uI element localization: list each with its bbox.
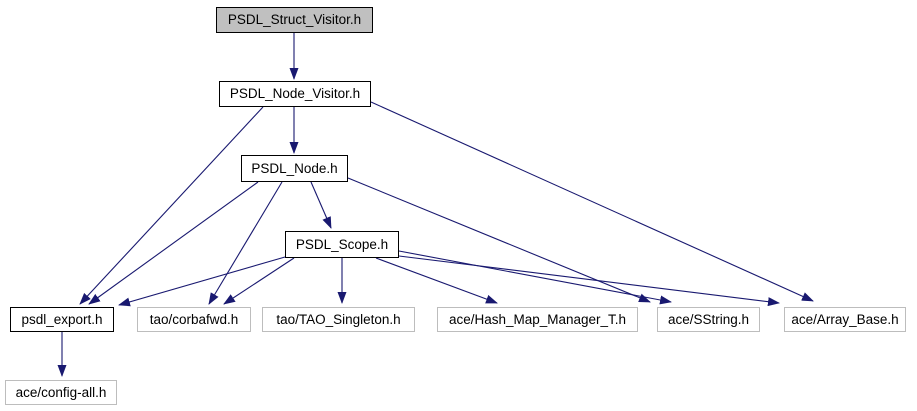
edge-psdl-node-visitor-to-psdl-export — [79, 106, 264, 305]
node-psdl-export[interactable]: psdl_export.h — [10, 307, 114, 332]
node-ace-hash-map: ace/Hash_Map_Manager_T.h — [437, 307, 638, 332]
node-psdl-struct-visitor: PSDL_Struct_Visitor.h — [216, 7, 373, 33]
node-psdl-scope[interactable]: PSDL_Scope.h — [285, 231, 399, 258]
edge-psdl-node-to-psdl-export — [88, 181, 259, 305]
node-psdl-node-visitor[interactable]: PSDL_Node_Visitor.h — [219, 81, 371, 107]
node-ace-config-all: ace/config-all.h — [5, 380, 117, 405]
edge-psdl-node-visitor-to-ace-array-base — [370, 101, 814, 302]
edge-psdl-node-to-psdl-scope — [310, 181, 332, 229]
edge-psdl-scope-to-tao-corbafwd — [223, 257, 295, 305]
node-tao-singleton: tao/TAO_Singleton.h — [262, 307, 415, 332]
node-ace-array-base: ace/Array_Base.h — [784, 307, 906, 332]
node-tao-corbafwd: tao/corbafwd.h — [137, 307, 251, 332]
node-psdl-node[interactable]: PSDL_Node.h — [241, 155, 348, 182]
edge-psdl-scope-to-ace-array-base — [398, 255, 780, 307]
node-ace-sstring: ace/SString.h — [657, 307, 760, 332]
edge-psdl-scope-to-ace-hash-map — [375, 257, 498, 304]
edge-psdl-scope-to-psdl-export — [118, 256, 286, 307]
edge-psdl-node-to-tao-corbafwd — [208, 181, 283, 305]
edge-psdl-scope-to-ace-sstring — [398, 250, 672, 305]
